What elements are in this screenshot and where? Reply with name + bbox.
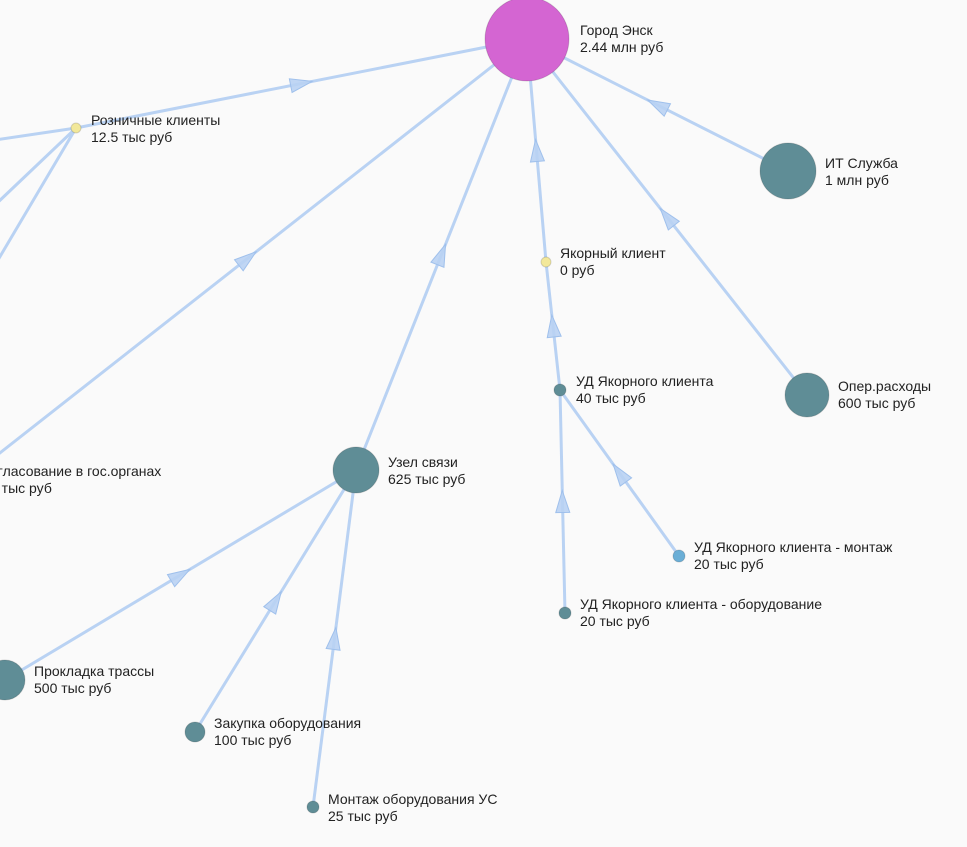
- node-root[interactable]: [484, 0, 570, 82]
- node-name: УД Якорного клиента - оборудование: [580, 596, 822, 612]
- node-name: Розничные клиенты: [91, 112, 221, 128]
- node-label-udanchor: УД Якорного клиента 40 тыс руб: [576, 373, 713, 407]
- node-value: 1 млн руб: [825, 172, 889, 188]
- node-label-install: Монтаж оборудования УС 25 тыс руб: [328, 791, 497, 825]
- node-label-root: Город Энск 2.44 млн руб: [580, 22, 663, 56]
- node-value: 12.5 тыс руб: [91, 129, 173, 145]
- node-label-anchor: Якорный клиент 0 руб: [560, 245, 666, 279]
- node-value: 0 тыс руб: [0, 480, 52, 496]
- node-label-purchase: Закупка оборудования 100 тыс руб: [214, 715, 361, 749]
- arrow-install-hub: [325, 625, 341, 651]
- node-retail[interactable]: [70, 122, 82, 134]
- node-value: 25 тыс руб: [328, 808, 398, 824]
- arrow-opex-root: [659, 207, 681, 231]
- node-opex[interactable]: [784, 372, 830, 418]
- arrow-approval-root: [233, 250, 258, 272]
- node-install[interactable]: [306, 800, 320, 814]
- node-value: 0 руб: [560, 262, 595, 278]
- node-layer: [0, 0, 830, 814]
- node-name: УД Якорного клиента - монтаж: [694, 539, 893, 555]
- node-label-it: ИТ Служба 1 млн руб: [825, 155, 898, 189]
- node-name: Якорный клиент: [560, 245, 666, 261]
- node-mount[interactable]: [672, 549, 686, 563]
- graph-edge: [0, 126, 77, 141]
- node-label-equip: УД Якорного клиента - оборудование 20 ты…: [580, 596, 822, 630]
- node-label-route: Прокладка трассы 500 тыс руб: [34, 663, 154, 697]
- node-udanchor[interactable]: [553, 383, 567, 397]
- arrow-hub-root: [430, 242, 447, 269]
- node-name: УД Якорного клиента: [576, 373, 714, 389]
- node-it[interactable]: [759, 142, 817, 200]
- arrow-equip-udanchor: [555, 488, 571, 514]
- node-value: 2.44 млн руб: [580, 39, 664, 55]
- node-hub[interactable]: [332, 446, 380, 494]
- node-name: Закупка оборудования: [214, 715, 362, 731]
- node-equip[interactable]: [558, 606, 572, 620]
- graph-edge: [0, 127, 78, 260]
- node-name: Прокладка трассы: [34, 663, 155, 679]
- graph-edge-approval-root: [0, 37, 528, 455]
- node-value: 600 тыс руб: [838, 395, 916, 411]
- node-name: Город Энск: [580, 22, 653, 38]
- arrow-route-hub: [166, 568, 192, 588]
- node-value: 500 тыс руб: [34, 680, 112, 696]
- node-label-mount: УД Якорного клиента - монтаж 20 тыс руб: [694, 539, 892, 573]
- node-route[interactable]: [0, 659, 26, 701]
- node-name: Узел связи: [388, 454, 458, 470]
- node-label-opex: Опер.расходы 600 тыс руб: [838, 378, 931, 412]
- node-label-hub: Узел связи 625 тыс руб: [388, 454, 465, 488]
- node-value: 20 тыс руб: [580, 613, 650, 629]
- node-purchase[interactable]: [184, 721, 206, 743]
- node-value: 625 тыс руб: [388, 471, 466, 487]
- node-label-retail: Розничные клиенты 12.5 тыс руб: [91, 112, 220, 146]
- node-name: Монтаж оборудования УС: [328, 791, 498, 807]
- node-value: 20 тыс руб: [694, 556, 764, 572]
- arrow-udanchor-anchor: [546, 313, 562, 339]
- graph-edge: [0, 126, 78, 203]
- node-name: Опер.расходы: [838, 378, 932, 394]
- node-value: 40 тыс руб: [576, 390, 646, 406]
- node-label-approval: огласование в гос.органах 0 тыс руб: [0, 463, 161, 497]
- arrow-retail-root: [288, 78, 314, 94]
- arrow-purchase-hub: [262, 590, 283, 615]
- node-anchor[interactable]: [540, 256, 552, 268]
- arrow-layer: [166, 78, 681, 651]
- arrow-it-root: [646, 99, 672, 118]
- arrow-anchor-root: [529, 137, 546, 163]
- node-value: 100 тыс руб: [214, 732, 292, 748]
- arrow-mount-udanchor: [612, 462, 633, 487]
- node-name: огласование в гос.органах: [0, 463, 162, 479]
- node-name: ИТ Служба: [825, 155, 898, 171]
